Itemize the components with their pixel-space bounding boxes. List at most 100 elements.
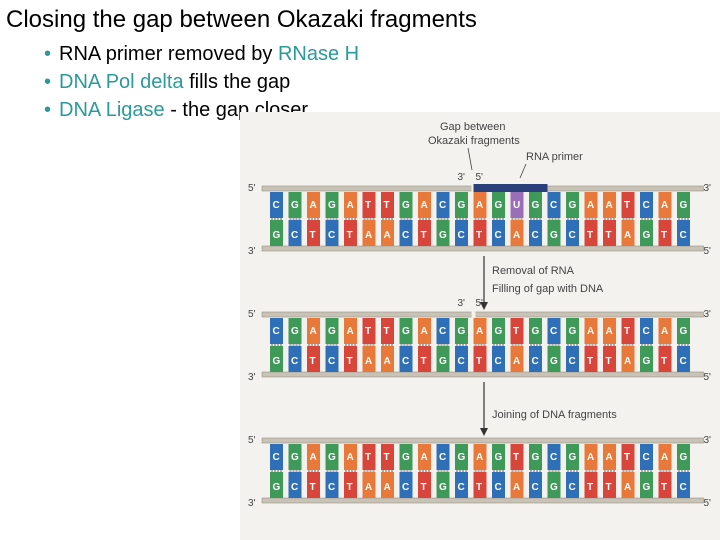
base-block-bottom <box>603 472 616 498</box>
base-letter-top: C <box>643 326 650 337</box>
base-letter-bottom: T <box>310 482 316 493</box>
base-letter-top: T <box>384 452 390 463</box>
base-block-top <box>603 318 616 344</box>
base-letter-top: A <box>587 326 594 337</box>
base-letter-top: A <box>606 200 613 211</box>
base-block-bottom <box>621 472 635 498</box>
base-letter-top: G <box>458 200 466 211</box>
base-letter-bottom: T <box>606 356 612 367</box>
slide-title: Closing the gap between Okazaki fragment… <box>6 6 477 33</box>
base-block-top <box>344 444 357 470</box>
bullet-dna-pol: •DNA Pol delta fills the gap <box>44 71 291 93</box>
base-letter-top: T <box>365 200 371 211</box>
rna-primer-label: RNA primer <box>526 151 583 163</box>
base-block-top <box>473 192 487 218</box>
base-letter-top: C <box>643 200 650 211</box>
base-block-top <box>381 318 394 344</box>
base-letter-top: C <box>643 452 650 463</box>
base-block-top <box>547 444 561 470</box>
base-letter-top: C <box>550 200 557 211</box>
base-letter-bottom: A <box>384 356 391 367</box>
base-letter-top: C <box>550 452 557 463</box>
base-block-top <box>399 192 413 218</box>
step1-label-line2: Filling of gap with DNA <box>492 283 604 295</box>
base-block-top <box>288 318 302 344</box>
base-letter-bottom: G <box>273 482 281 493</box>
base-block-bottom <box>677 220 690 246</box>
base-letter-top: C <box>273 326 280 337</box>
base-block-top <box>325 318 339 344</box>
base-letter-bottom: T <box>421 356 427 367</box>
base-letter-top: T <box>624 326 630 337</box>
base-letter-top: G <box>402 326 410 337</box>
base-letter-top: G <box>532 200 540 211</box>
base-letter-bottom: A <box>365 356 372 367</box>
base-letter-bottom: C <box>532 356 539 367</box>
base-block-bottom <box>677 346 690 372</box>
base-block-top <box>307 444 320 470</box>
base-block-bottom <box>640 472 653 498</box>
base-block-bottom <box>603 346 616 372</box>
base-block-top <box>621 318 635 344</box>
base-block-top <box>621 192 635 218</box>
base-block-bottom <box>288 220 302 246</box>
prime-label: 3' <box>704 183 712 194</box>
base-letter-bottom: A <box>365 230 372 241</box>
base-block-top <box>547 192 561 218</box>
base-block-bottom <box>492 220 505 246</box>
base-letter-top: C <box>439 326 446 337</box>
base-block-bottom <box>325 220 339 246</box>
base-letter-top: G <box>291 452 299 463</box>
base-block-top <box>418 444 431 470</box>
base-block-bottom <box>325 346 339 372</box>
base-letter-top: A <box>606 326 613 337</box>
gap-pointer <box>467 147 473 171</box>
base-block-top <box>677 444 690 470</box>
base-block-bottom <box>566 472 579 498</box>
base-block-bottom <box>566 220 579 246</box>
base-letter-top: A <box>347 452 354 463</box>
base-letter-bottom: A <box>384 230 391 241</box>
base-block-bottom <box>325 472 339 498</box>
base-letter-bottom: T <box>661 482 667 493</box>
base-letter-top: A <box>661 452 668 463</box>
base-block-bottom <box>381 346 394 372</box>
step2-label: Joining of DNA fragments <box>492 409 617 421</box>
backbone-bottom <box>261 245 704 252</box>
base-block-top <box>381 192 394 218</box>
base-block-bottom <box>584 220 598 246</box>
base-block-top <box>677 318 690 344</box>
base-block-bottom <box>621 346 635 372</box>
base-block-bottom <box>677 472 690 498</box>
base-block-bottom <box>344 220 357 246</box>
base-letter-bottom: G <box>273 230 281 241</box>
prime-label: 5' <box>248 309 256 320</box>
base-letter-top: A <box>310 200 317 211</box>
base-block-top <box>566 318 579 344</box>
base-block-top <box>529 318 542 344</box>
bullet-dot: • <box>44 71 52 93</box>
dna-diagram: Gap between Okazaki fragments RNA primer… <box>248 121 711 509</box>
base-block-bottom <box>288 346 302 372</box>
base-letter-bottom: G <box>550 482 558 493</box>
base-letter-bottom: G <box>643 356 651 367</box>
base-letter-bottom: T <box>476 482 482 493</box>
base-letter-top: G <box>495 326 503 337</box>
base-block-bottom <box>418 346 431 372</box>
strand-group: 5'3'3'5'3'5'CGGCATGCATTATAGCATCGGCATGCUA… <box>248 172 711 509</box>
base-block-bottom <box>362 472 376 498</box>
base-letter-bottom: C <box>532 230 539 241</box>
base-letter-bottom: T <box>606 230 612 241</box>
base-letter-bottom: A <box>624 230 631 241</box>
gap-3prime-label: 3' <box>458 172 466 183</box>
base-letter-bottom: C <box>680 482 687 493</box>
gap-label-line1: Gap between <box>440 121 505 133</box>
base-block-bottom <box>658 472 672 498</box>
base-letter-top: A <box>587 452 594 463</box>
base-block-bottom <box>436 346 450 372</box>
base-block-bottom <box>473 472 487 498</box>
base-letter-bottom: T <box>587 230 593 241</box>
base-letter-top: G <box>495 200 503 211</box>
base-letter-bottom: T <box>661 230 667 241</box>
base-block-top <box>399 318 413 344</box>
